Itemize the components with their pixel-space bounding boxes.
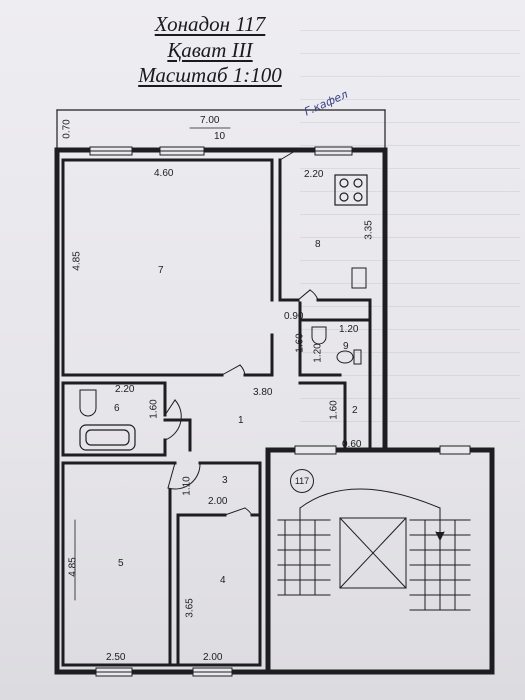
room-10-label: 10: [214, 131, 226, 142]
wc-dim-d-label: 1.20: [312, 343, 324, 363]
room4-window-label: 2.00: [203, 652, 223, 663]
room7-width-label: 4.60: [154, 168, 174, 179]
bath-length-label: 1.60: [148, 399, 160, 419]
room4-length-label: 3.65: [184, 598, 196, 618]
kitchen-length-label: 3.35: [363, 220, 375, 240]
wc-dim-b-label: 1.20: [339, 324, 359, 335]
hall-width-label: 3.80: [253, 387, 273, 398]
room-6-label: 6: [114, 403, 120, 414]
room-9-label: 9: [343, 341, 349, 352]
bleed-through-text: [300, 18, 520, 422]
room-2-label: 2: [352, 405, 358, 416]
apartment-title: Хонадон 117: [154, 12, 266, 36]
sink-fixture: [351, 267, 367, 289]
wc-dim-c-label: 1.60: [294, 333, 306, 353]
doors: [164, 147, 319, 516]
room-1-label: 1: [238, 415, 244, 426]
closet-width-label: 0.60: [342, 439, 362, 450]
toilet-fixture: [336, 349, 362, 365]
interior-walls: [61, 158, 372, 667]
balcony-depth-label: 0.70: [61, 119, 73, 139]
room-3-label: 3: [222, 475, 228, 486]
balcony-width-label: 7.00: [200, 115, 220, 126]
room7-length-label: 4.85: [71, 251, 83, 271]
kitchen-width-label: 2.20: [304, 169, 324, 180]
room-8-label: 8: [315, 239, 321, 250]
closet-length-label: 1.60: [328, 400, 340, 420]
room-4-label: 4: [220, 575, 226, 586]
balcony-outline: [56, 109, 386, 151]
room5-length-label: 4.85: [67, 557, 79, 577]
room-7-label: 7: [158, 265, 164, 276]
bath-width-label: 2.20: [115, 384, 135, 395]
outer-walls: [54, 147, 495, 675]
wc-dim-a-label: 0.90: [284, 311, 304, 322]
windows: [89, 146, 471, 677]
wc-sink-fixture: [311, 326, 327, 345]
bathtub-fixture: [79, 424, 136, 451]
stove-fixture: [334, 174, 368, 206]
room4-width-label: 2.00: [208, 496, 228, 507]
bathroom-sink-fixture: [79, 389, 97, 417]
room5-window-label: 2.50: [106, 652, 126, 663]
room-5-label: 5: [118, 558, 124, 569]
scale-title: Масштаб 1:100: [138, 63, 282, 87]
corridor-length-label: 1.10: [181, 476, 193, 496]
dimension-lines: [74, 127, 231, 601]
floor-title: Қават III: [167, 38, 253, 62]
apartment-number-badge: 117: [290, 469, 314, 493]
stairwell: [277, 488, 471, 611]
